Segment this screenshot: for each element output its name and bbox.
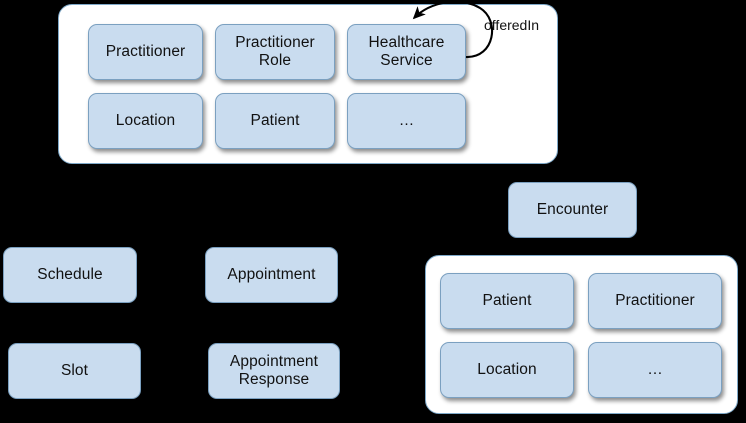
node-label: Patient xyxy=(482,291,532,309)
node-label: Slot xyxy=(60,361,89,379)
node-label: Practitioner xyxy=(105,42,186,60)
node-more-top[interactable]: … xyxy=(347,93,466,149)
node-encounter-more[interactable]: … xyxy=(588,342,722,398)
node-appointment-response[interactable]: Appointment Response xyxy=(208,343,340,399)
node-label: Healthcare Service xyxy=(368,33,445,69)
node-practitioner-role[interactable]: Practitioner Role xyxy=(215,24,335,80)
node-encounter[interactable]: Encounter xyxy=(508,182,637,238)
node-label: Practitioner xyxy=(615,291,695,309)
node-encounter-patient[interactable]: Patient xyxy=(440,273,574,329)
node-label: Encounter xyxy=(536,200,609,218)
node-label: Appointment xyxy=(227,265,316,283)
node-patient[interactable]: Patient xyxy=(215,93,335,149)
node-label: Practitioner Role xyxy=(235,33,315,69)
node-label: Location xyxy=(477,360,537,378)
node-slot[interactable]: Slot xyxy=(8,343,141,399)
node-encounter-practitioner[interactable]: Practitioner xyxy=(588,273,722,329)
node-label: Appointment Response xyxy=(229,352,319,388)
node-location[interactable]: Location xyxy=(88,93,203,149)
node-label: … xyxy=(647,360,663,378)
node-label: Schedule xyxy=(37,265,103,283)
node-schedule[interactable]: Schedule xyxy=(3,247,137,303)
node-practitioner[interactable]: Practitioner xyxy=(88,24,203,80)
edge-label-offered-in: offeredIn xyxy=(484,17,540,33)
node-label: Patient xyxy=(250,111,300,129)
node-label: … xyxy=(398,111,415,129)
node-appointment[interactable]: Appointment xyxy=(205,247,338,303)
node-healthcare-service[interactable]: Healthcare Service xyxy=(347,24,466,80)
node-label: Location xyxy=(115,111,176,129)
node-encounter-location[interactable]: Location xyxy=(440,342,574,398)
